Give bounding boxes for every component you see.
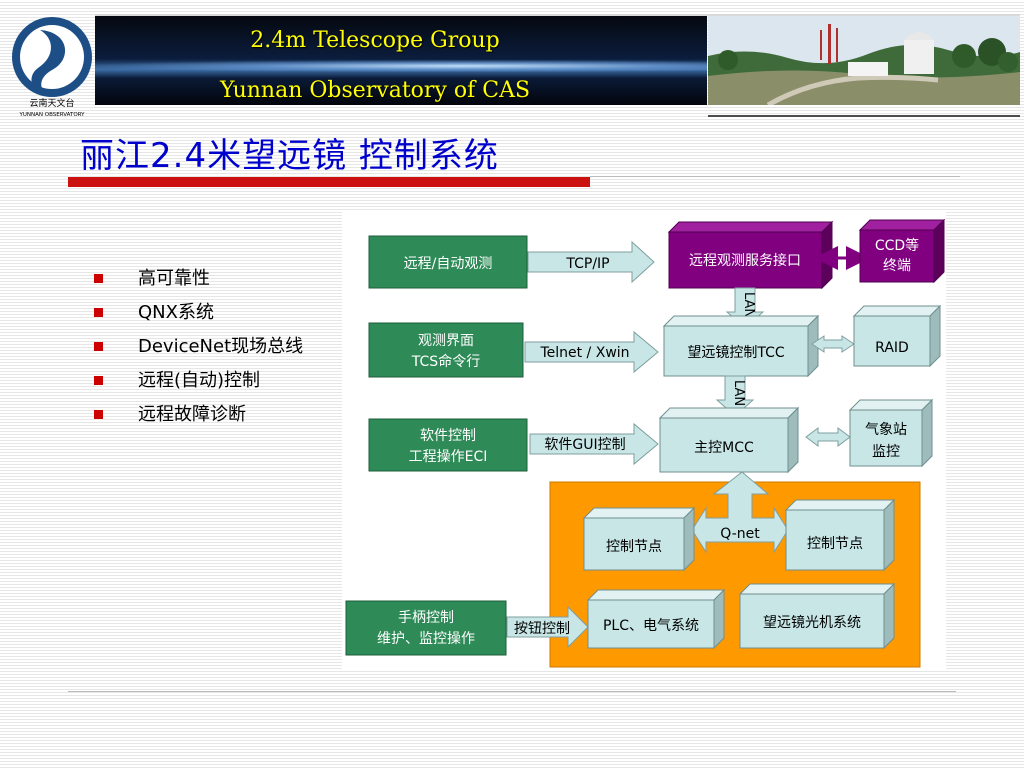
ccd-terminal-box: CCD等 终端 bbox=[858, 218, 946, 284]
title-grey-rule bbox=[590, 176, 960, 177]
logo-en-text: YUNNAN OBSERVATORY bbox=[19, 112, 86, 118]
observation-ui-label-2: TCS命令行 bbox=[411, 353, 480, 370]
button-control-arrow: 按钮控制 bbox=[506, 605, 589, 649]
bullet-square-icon bbox=[94, 308, 103, 317]
telescope-optics-box: 望远镜光机系统 bbox=[738, 582, 896, 650]
plc-electrical-box: PLC、电气系统 bbox=[586, 588, 726, 650]
main-control-mcc-box: 主控MCC bbox=[658, 406, 800, 474]
tcp-ip-label: TCP/IP bbox=[565, 256, 609, 272]
bullet-text: 高可靠性 bbox=[138, 268, 210, 289]
handset-control-box: 手柄控制 维护、监控操作 bbox=[345, 600, 507, 656]
bullet-text: DeviceNet现场总线 bbox=[138, 336, 304, 357]
ccd-label-1: CCD等 bbox=[875, 237, 919, 254]
software-gui-label: 软件GUI控制 bbox=[544, 437, 625, 453]
raid-label: RAID bbox=[875, 340, 909, 356]
bullet-text: 远程(自动)控制 bbox=[138, 370, 261, 391]
bullet-square-icon bbox=[94, 410, 103, 419]
software-control-label-2: 工程操作ECI bbox=[409, 449, 488, 465]
mcc-label: 主控MCC bbox=[694, 440, 754, 456]
list-item: DeviceNet现场总线 bbox=[92, 334, 332, 359]
header-banner: 2.4m Telescope Group Yunnan Observatory … bbox=[95, 16, 707, 105]
observation-ui-label-1: 观测界面 bbox=[418, 333, 474, 349]
q-net-label: Q-net bbox=[720, 526, 760, 542]
optics-label: 望远镜光机系统 bbox=[763, 615, 861, 631]
control-node-box-2: 控制节点 bbox=[784, 498, 896, 572]
software-control-box: 软件控制 工程操作ECI bbox=[368, 418, 528, 472]
raid-box: RAID bbox=[852, 304, 942, 368]
slide-title: 丽江2.4米望远镜 控制系统 bbox=[80, 136, 499, 176]
bullet-square-icon bbox=[94, 342, 103, 351]
plc-label: PLC、电气系统 bbox=[603, 618, 699, 634]
q-net-arrow: Q-net bbox=[691, 471, 789, 554]
telescope-control-tcc-box: 望远镜控制TCC bbox=[662, 314, 820, 378]
control-system-diagram: 远程/自动观测 观测界面 TCS命令行 软件控制 工程操作ECI 手柄控制 维护… bbox=[342, 212, 946, 670]
title-red-bar bbox=[68, 177, 590, 187]
control-node-box-1: 控制节点 bbox=[582, 506, 696, 572]
software-control-label-1: 软件控制 bbox=[420, 428, 476, 444]
weather-station-box: 气象站 监控 bbox=[848, 398, 934, 468]
control-node-label-2: 控制节点 bbox=[807, 536, 863, 552]
tcp-ip-arrow: TCP/IP bbox=[527, 240, 655, 284]
list-item: 高可靠性 bbox=[92, 266, 332, 291]
bottom-rule bbox=[68, 691, 956, 692]
logo-cn-text: 云南天文台 bbox=[29, 97, 74, 109]
tcc-label: 望远镜控制TCC bbox=[687, 345, 785, 361]
remote-observation-box: 远程/自动观测 bbox=[368, 235, 528, 289]
handset-control-label-1: 手柄控制 bbox=[398, 610, 454, 626]
control-node-label-1: 控制节点 bbox=[606, 539, 662, 555]
observatory-photo bbox=[708, 16, 1020, 105]
observation-ui-box: 观测界面 TCS命令行 bbox=[368, 322, 524, 378]
weather-label-2: 监控 bbox=[872, 444, 900, 460]
header-underline bbox=[708, 115, 1020, 117]
banner-line-1: 2.4m Telescope Group bbox=[250, 28, 500, 53]
software-gui-arrow: 软件GUI控制 bbox=[529, 422, 659, 466]
bullet-text: 远程故障诊断 bbox=[138, 404, 246, 425]
bullet-square-icon bbox=[94, 274, 103, 283]
top-rule bbox=[95, 14, 1020, 16]
lan-label-2: LAN bbox=[731, 380, 746, 406]
button-control-label: 按钮控制 bbox=[514, 621, 570, 637]
list-item: 远程(自动)控制 bbox=[92, 368, 332, 393]
list-item: QNX系统 bbox=[92, 300, 332, 325]
handset-control-label-2: 维护、监控操作 bbox=[377, 631, 475, 647]
remote-service-interface-label: 远程观测服务接口 bbox=[689, 252, 801, 269]
telnet-arrow: Telnet / Xwin bbox=[524, 330, 659, 374]
remote-observation-label: 远程/自动观测 bbox=[404, 256, 493, 272]
ccd-label-2: 终端 bbox=[883, 258, 911, 274]
bullet-text: QNX系统 bbox=[138, 302, 214, 323]
observatory-logo: 云南天文台 YUNNAN OBSERVATORY bbox=[10, 10, 100, 120]
feature-list: 高可靠性 QNX系统 DeviceNet现场总线 远程(自动)控制 远程故障诊断 bbox=[92, 266, 332, 436]
list-item: 远程故障诊断 bbox=[92, 402, 332, 427]
weather-label-1: 气象站 bbox=[865, 422, 907, 438]
bullet-square-icon bbox=[94, 376, 103, 385]
banner-line-2: Yunnan Observatory of CAS bbox=[219, 78, 531, 103]
telnet-label: Telnet / Xwin bbox=[539, 345, 629, 361]
lan-label-1: LAN bbox=[741, 292, 756, 318]
remote-service-interface-box: 远程观测服务接口 bbox=[667, 220, 834, 290]
